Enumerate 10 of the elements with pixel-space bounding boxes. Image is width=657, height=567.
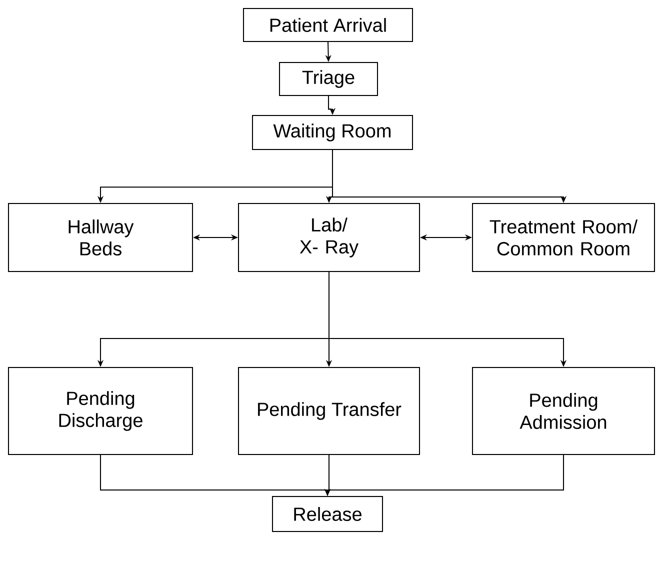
process-box: Pending Transfer [238, 367, 420, 455]
process-box: Pending Discharge [8, 367, 193, 455]
process-box: Treatment Room/ Common Room [472, 203, 655, 272]
process-box: Hallway Beds [8, 203, 193, 272]
process-box: Patient Arrival [243, 8, 413, 42]
process-box: Waiting Room [252, 115, 413, 150]
process-box: Release [272, 496, 383, 532]
process-box: Pending Admission [472, 367, 655, 455]
process-box: Lab/ X- Ray [238, 203, 420, 272]
process-box: Triage [279, 62, 378, 96]
